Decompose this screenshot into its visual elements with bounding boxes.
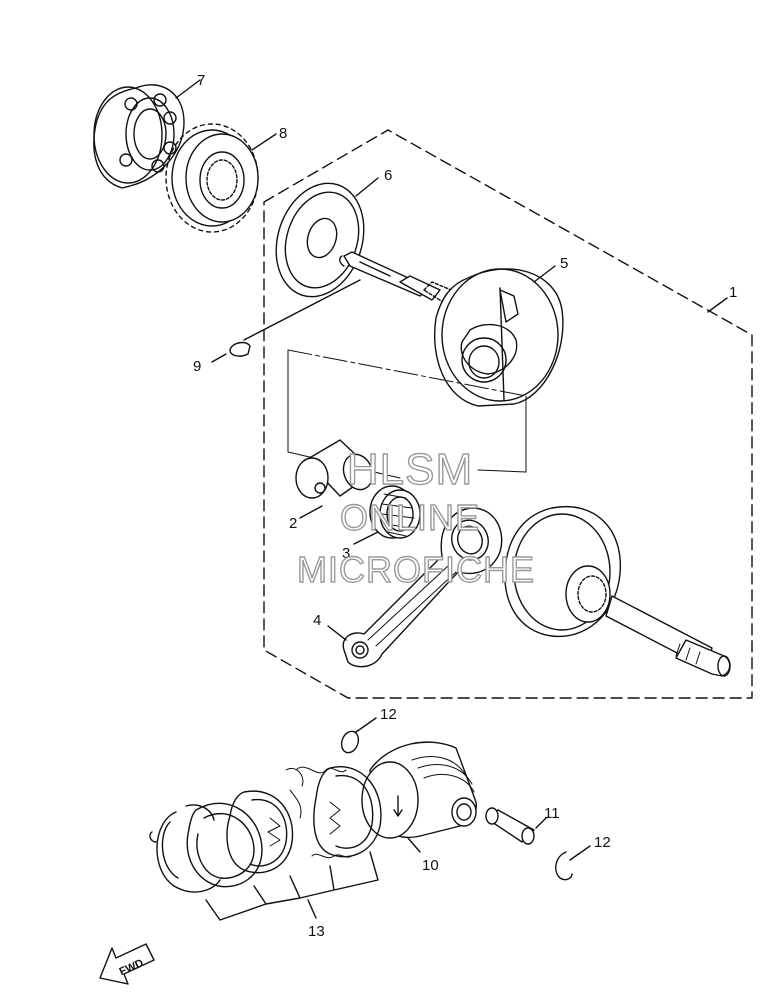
crankshaft-assembly-boundary [263, 129, 753, 699]
watermark-line-2: ONLINE [340, 497, 480, 538]
circlip-12-lower [555, 845, 591, 881]
callout-13: 13 [308, 923, 325, 940]
gear-8 [165, 123, 277, 233]
watermark-line-1: HLSM [347, 445, 473, 494]
callout-10: 10 [422, 857, 439, 874]
piston-10 [361, 741, 477, 853]
callout-6: 6 [384, 167, 392, 184]
needle-bearing-3 [353, 485, 421, 545]
callout-8: 8 [279, 125, 287, 142]
bearing-7 [93, 79, 201, 189]
leader-line-1 [707, 297, 728, 313]
callout-11: 11 [544, 805, 560, 822]
crank-right-1 [504, 506, 731, 677]
callout-4: 4 [313, 612, 321, 629]
callout-3: 3 [342, 545, 350, 562]
piston-pin-11 [485, 807, 547, 845]
callout-2: 2 [289, 515, 297, 532]
callout-9: 9 [193, 358, 201, 375]
watermark-line-3: MICROFICHE [297, 549, 535, 590]
crank-left-5 [339, 251, 564, 407]
callout-5: 5 [560, 255, 568, 272]
piston-rings-13 [149, 766, 382, 921]
fwd-arrow-icon [99, 943, 155, 985]
crank-pin-2 [295, 439, 375, 519]
callout-12-upper: 12 [380, 706, 397, 723]
callout-12-lower: 12 [594, 834, 611, 851]
key-9 [211, 279, 361, 363]
callout-1: 1 [729, 284, 737, 301]
washer-6 [275, 177, 379, 298]
callout-7: 7 [197, 72, 205, 89]
connecting-rod-4 [327, 507, 503, 668]
circlip-12-upper [340, 717, 377, 754]
